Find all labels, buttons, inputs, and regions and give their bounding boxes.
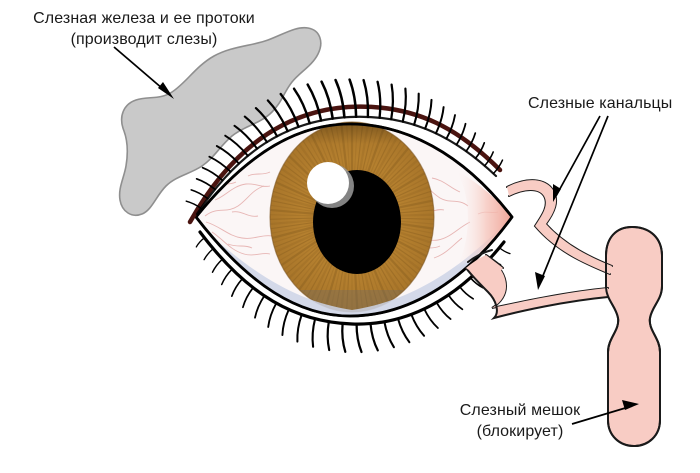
lacrimal-sac	[605, 225, 663, 448]
annotation-arrows	[113, 46, 639, 425]
lower-eyelashes	[195, 237, 511, 354]
lacrimal-drainage-system	[465, 179, 663, 448]
eyeball	[194, 121, 514, 318]
corneal-highlight	[307, 162, 354, 208]
label-lacrimal-sac-line2: (блокирует)	[476, 423, 564, 440]
arrow-to-upper-canaliculus	[553, 115, 601, 202]
arrow-to-sac	[571, 400, 639, 425]
lower-eyelid	[195, 230, 511, 354]
label-lacrimal-gland: Слезная железа и ее протоки (производит …	[14, 8, 274, 50]
label-lacrimal-canaliculi: Слезные канальцы	[528, 93, 672, 114]
arrow-to-gland	[113, 46, 174, 99]
label-lacrimal-canaliculi-line1: Слезные канальцы	[528, 95, 673, 112]
label-lacrimal-sac-line1: Слезный мешок	[459, 402, 581, 419]
label-lacrimal-gland-line2: (производит слезы)	[70, 31, 218, 48]
label-lacrimal-gland-line1: Слезная железа и ее протоки	[33, 10, 255, 27]
caruncle	[455, 170, 512, 268]
label-lacrimal-sac: Слезный мешок (блокирует)	[430, 400, 610, 442]
upper-lacrimal-canaliculus	[506, 179, 613, 267]
upper-eyelid	[185, 78, 504, 225]
arrow-to-lower-canaliculus	[535, 115, 609, 290]
upper-eyelashes	[185, 78, 504, 209]
